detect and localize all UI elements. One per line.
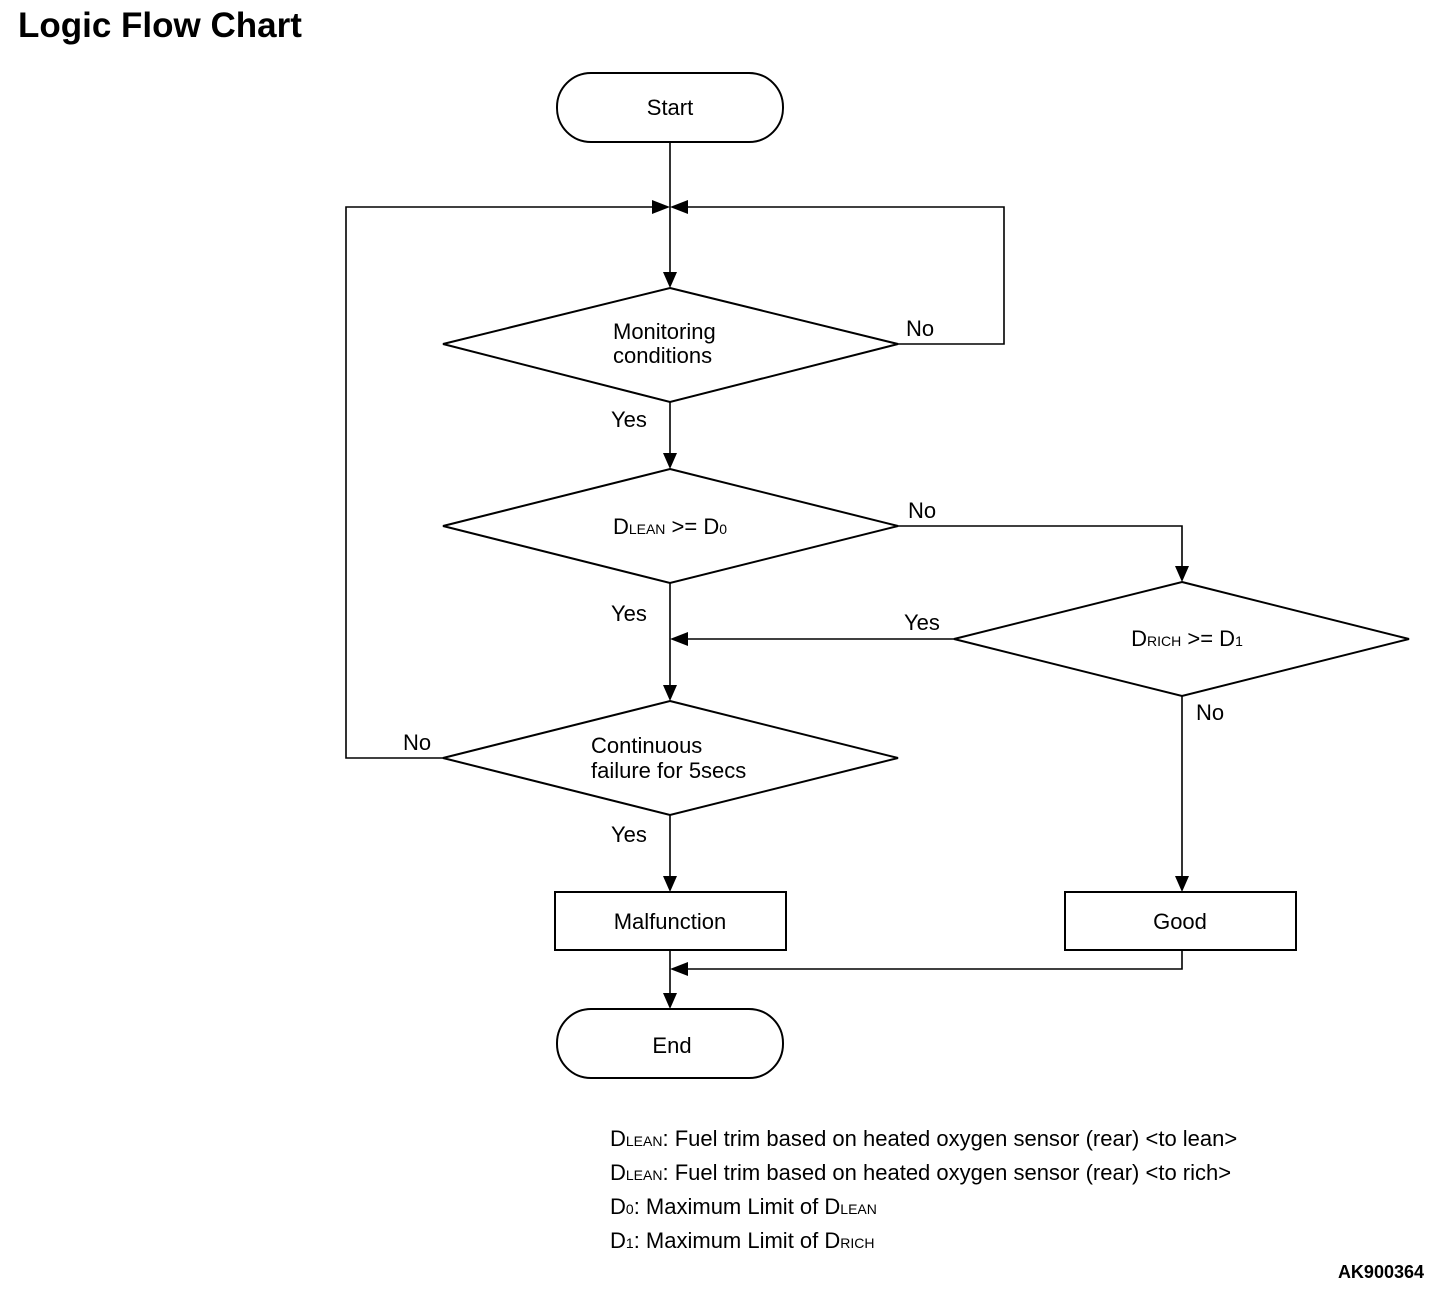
monitoring-label-line1: Monitoring [613,319,716,344]
legend-item: DLEAN: Fuel trim based on heated oxygen … [610,1160,1232,1185]
continuous-no-label: No [403,730,431,755]
drich-check-label: DRICH >= D1 [1131,626,1243,651]
drich-no-label: No [1196,700,1224,725]
arrowhead-continuous-loop [652,200,670,214]
connector-dlean-no-drich [898,525,1183,568]
arrowhead-to-continuous [663,685,677,701]
arrowhead-to-end [663,993,677,1009]
figure-id: AK900364 [1337,1262,1424,1282]
legend-item: DLEAN: Fuel trim based on heated oxygen … [610,1126,1238,1151]
dlean-yes-label: Yes [611,601,647,626]
arrowhead-monitoring-loop [670,200,688,214]
arrowhead-to-malfunction [663,876,677,892]
continuous-label-line1: Continuous [591,733,702,758]
arrowhead-to-drich [1175,566,1189,582]
dlean-no-label: No [908,498,936,523]
legend-item: D1: Maximum Limit of DRICH [610,1228,875,1253]
dlean-check-label: DLEAN >= D0 [613,514,727,539]
monitoring-yes-label: Yes [611,407,647,432]
good-box [1064,891,1297,951]
end-label: End [652,1033,691,1058]
start-label: Start [647,95,693,120]
arrowhead-to-dlean [663,453,677,469]
connector-monitoring-no-loop [685,206,1005,345]
connector-good-end [686,950,1183,970]
good-label: Good [1153,909,1207,934]
malfunction-label: Malfunction [614,909,727,934]
continuous-label-line2: failure for 5secs [591,758,746,783]
page-title: Logic Flow Chart [18,6,302,45]
connector-continuous-no-loop [345,206,655,759]
arrowhead-to-good [1175,876,1189,892]
end-terminator [556,1008,784,1079]
drich-yes-label: Yes [904,610,940,635]
arrowhead-to-monitoring [663,272,677,288]
legend-notes: DLEAN: Fuel trim based on heated oxygen … [610,1123,1237,1259]
arrowhead-good-end [670,962,688,976]
continuous-yes-label: Yes [611,822,647,847]
monitoring-no-label: No [906,316,934,341]
malfunction-box [554,891,787,951]
arrowhead-drich-yes [670,632,688,646]
monitoring-label-line2: conditions [613,343,712,368]
legend-item: D0: Maximum Limit of DLEAN [610,1194,877,1219]
